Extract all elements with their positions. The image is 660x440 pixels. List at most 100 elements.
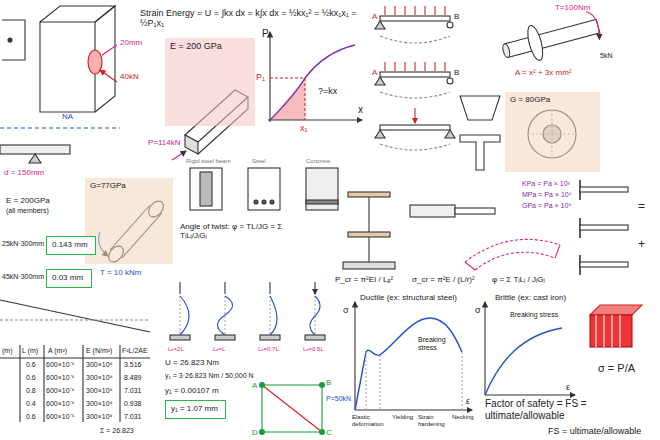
drawing-path <box>0 345 150 422</box>
drawing-path <box>590 305 642 315</box>
drawing-rect <box>190 168 222 210</box>
annotation-label: Breaking stress <box>510 311 558 319</box>
drawing-path <box>180 296 315 335</box>
drawing-path <box>269 32 270 122</box>
annotation-label: GPa = Pa × 10⁹ <box>522 202 571 210</box>
annotation-label: P <box>262 28 269 40</box>
annotation-label: T=100Nm <box>555 3 590 12</box>
annotation-label: D <box>252 428 258 437</box>
annotation-label: P=114kN <box>148 138 181 147</box>
drawing-path <box>180 282 315 294</box>
annotation-label: (m) <box>2 347 13 355</box>
drawing-path <box>354 302 355 410</box>
drawing-rect <box>504 19 599 57</box>
drawing-rect <box>580 262 628 267</box>
drawing-path <box>102 45 117 55</box>
drawing-path <box>596 315 620 347</box>
drawing-path <box>380 92 450 98</box>
annotation-label: 300×10⁹ <box>86 361 113 369</box>
annotation-label: Brittle (ex: cast iron) <box>495 293 566 302</box>
drawing-rect <box>215 335 235 340</box>
panel-box: G = 80GPa <box>505 92 600 172</box>
annotation-label: B <box>454 68 459 77</box>
annotation-label: Breaking stress <box>418 336 448 352</box>
drawing-ellipse <box>502 43 511 58</box>
drawing-path <box>484 302 485 395</box>
drawing-path <box>40 6 115 22</box>
drawing-rect <box>260 335 280 340</box>
drawing-rect <box>580 225 628 230</box>
drawing-path <box>100 70 117 82</box>
annotation-label: Necking <box>452 414 474 421</box>
annotation-label: 600×10⁻⁶ <box>46 374 74 382</box>
annotation-label: 0.938 <box>124 400 142 408</box>
drawing-path <box>355 318 462 410</box>
drawing-path <box>368 197 369 262</box>
panel-box: G=77GPa <box>85 178 173 264</box>
drawing-rect <box>200 172 212 206</box>
drawing-path <box>2 20 25 60</box>
annotation-label: + <box>638 238 645 252</box>
drawing-path <box>355 409 472 410</box>
annotation-label: KPa = Pa × 10³ <box>522 180 570 188</box>
drawing-path <box>375 130 385 138</box>
annotation-label: y₁ = 0.00107 m <box>165 386 219 395</box>
annotation-label: T = 10 kNm <box>100 268 141 277</box>
drawing-circle <box>259 382 265 388</box>
annotation-label: 300×10⁹ <box>86 400 113 408</box>
drawing-ellipse <box>525 24 546 62</box>
annotation-label: A = x² + 3x mm² <box>515 68 571 77</box>
drawing-rect <box>348 192 390 197</box>
annotation-label: 0.6 <box>26 413 36 421</box>
node-text: G=77GPa <box>90 181 168 191</box>
drawing-path <box>485 394 575 395</box>
drawing-path <box>445 130 455 138</box>
annotation-label: ε <box>566 382 570 392</box>
drawing-circle <box>447 78 453 84</box>
annotation-label: 600×10⁻⁶ <box>46 400 74 408</box>
drawing-circle <box>319 429 325 435</box>
annotation-label: σ_cr = π²E / (L/r)² <box>412 275 475 284</box>
annotation-label: B <box>454 12 459 21</box>
annotation-label: 3.516 <box>124 361 142 369</box>
annotation-label: 7.031 <box>124 387 142 395</box>
drawing-rect <box>248 168 280 210</box>
drawing-circle <box>8 38 12 42</box>
drawing-rect <box>348 232 390 237</box>
annotation-label: σ = P/A <box>598 362 635 375</box>
annotation-label: U = 26.823 Nm <box>165 358 219 367</box>
annotation-label: A (m²) <box>48 347 67 355</box>
annotation-label: 0.6 <box>26 374 36 382</box>
drawing-path <box>180 296 320 335</box>
annotation-label: 600×10⁻⁶ <box>46 361 74 369</box>
annotation-label: 300×10⁹ <box>86 413 113 421</box>
drawing-path <box>375 21 385 29</box>
annotation-label: Lₑ=0.5L <box>303 346 324 353</box>
annotation-label: Strain Energy = U = ∫kx dx = k∫x dx = ½k… <box>140 8 365 29</box>
annotation-label: d = 150mm <box>4 168 44 177</box>
annotation-label: 600×10⁻⁶ <box>46 413 74 421</box>
drawing-rect <box>0 145 70 154</box>
drawing-path <box>268 119 362 120</box>
annotation-label: B <box>326 378 331 387</box>
annotation-label: 7.031 <box>124 413 142 421</box>
annotation-label: Steel <box>252 158 266 165</box>
annotation-label: 40kN <box>120 72 139 81</box>
drawing-path <box>465 239 560 270</box>
drawing-rect <box>343 262 395 269</box>
drawing-path <box>366 352 462 410</box>
drawing-path <box>385 62 445 71</box>
annotation-label: Strain hardening <box>418 414 448 428</box>
panel-box: 0.03 mm <box>46 269 92 288</box>
drawing-rect <box>380 125 450 130</box>
annotation-label: Rigid steel beam <box>186 158 231 165</box>
drawing-path <box>414 108 415 123</box>
drawing-circle <box>319 382 325 388</box>
annotation-label: x <box>358 104 363 116</box>
annotation-label: Concrete <box>306 158 330 165</box>
drawing-path <box>380 36 450 43</box>
annotation-label: E = 200GPa <box>6 196 50 205</box>
drawing-rect <box>580 187 628 192</box>
drawing-path <box>40 22 95 112</box>
drawing-path <box>270 78 305 120</box>
